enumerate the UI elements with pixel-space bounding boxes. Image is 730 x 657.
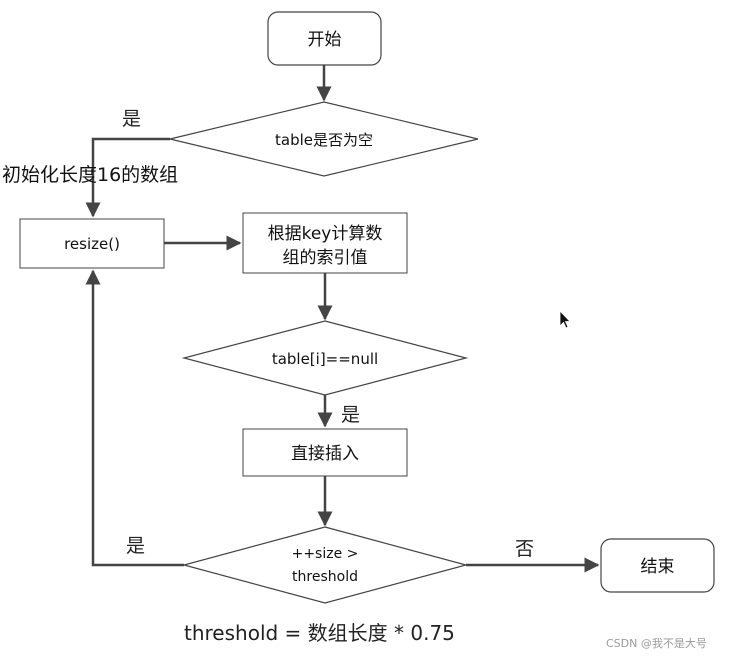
edge-empty-yes-to-resize (85, 137, 170, 218)
edge-label-size-yes: 是 (126, 535, 146, 557)
edge-size-yes-to-resize (85, 269, 184, 567)
direct-insert-label: 直接插入 (291, 444, 359, 464)
compute-index-label-line1: 根据key计算数 (268, 224, 383, 244)
size-check-decision (181, 526, 469, 604)
compute-index-node (242, 212, 408, 274)
watermark: CSDN @我不是大号 (606, 637, 707, 650)
resize-label: resize() (64, 235, 120, 253)
init-array-note: 初始化长度16的数组 (2, 164, 179, 186)
threshold-formula: threshold = 数组长度 * 0.75 (184, 621, 455, 645)
table-empty-decision (169, 101, 479, 177)
compute-index-label-line2: 组的索引值 (283, 248, 368, 268)
end-label: 结束 (641, 557, 675, 577)
size-check-label-line2: threshold (292, 569, 358, 585)
edge-label-size-no: 否 (515, 538, 535, 560)
edge-label-null-yes: 是 (341, 404, 361, 426)
start-label: 开始 (308, 30, 342, 50)
table-empty-label: table是否为空 (275, 131, 373, 149)
end-node (600, 538, 715, 593)
mouse-cursor-icon (559, 310, 571, 329)
slot-null-label: table[i]==null (272, 350, 378, 368)
size-check-label-line1: ++size > (292, 546, 359, 562)
edge-label-empty-yes: 是 (122, 108, 142, 130)
